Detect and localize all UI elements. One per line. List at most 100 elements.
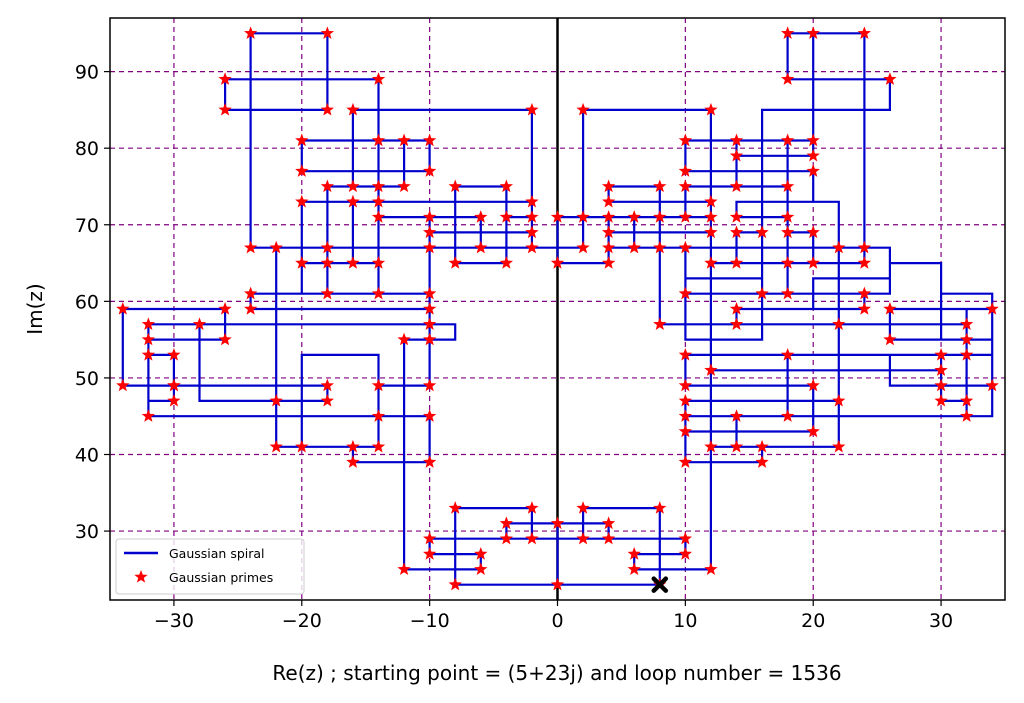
prime-marker — [576, 210, 590, 223]
prime-marker — [653, 501, 667, 514]
prime-marker — [883, 72, 897, 85]
prime-marker — [141, 409, 156, 422]
prime-marker — [832, 393, 846, 407]
prime-marker — [116, 378, 130, 392]
prime-marker — [780, 179, 795, 193]
y-tick-label: 50 — [75, 368, 99, 390]
prime-marker — [525, 225, 539, 239]
x-tick-label: −30 — [154, 610, 194, 632]
prime-marker — [243, 302, 258, 315]
prime-marker — [141, 347, 156, 361]
prime-marker — [601, 194, 616, 208]
prime-marker — [320, 378, 335, 392]
prime-marker — [704, 194, 718, 208]
prime-marker — [627, 210, 641, 223]
prime-marker — [550, 210, 565, 223]
prime-marker — [678, 393, 693, 407]
prime-marker — [729, 179, 744, 193]
prime-marker — [320, 26, 335, 39]
prime-marker — [780, 347, 795, 361]
prime-marker — [959, 317, 974, 330]
prime-marker — [295, 439, 309, 453]
prime-marker — [729, 317, 744, 330]
prime-marker — [371, 409, 386, 422]
prime-marker — [320, 256, 335, 269]
prime-marker — [576, 501, 590, 514]
prime-marker — [422, 286, 437, 300]
axes — [104, 17, 1006, 606]
prime-marker — [346, 102, 360, 116]
prime-marker — [371, 194, 386, 208]
prime-marker — [857, 26, 872, 39]
y-tick-label: 30 — [75, 521, 99, 543]
prime-marker — [525, 102, 539, 116]
prime-marker — [601, 531, 616, 545]
prime-marker — [704, 256, 718, 269]
prime-marker — [601, 516, 616, 530]
prime-marker — [474, 562, 488, 576]
prime-marker — [218, 302, 232, 315]
prime-marker — [320, 179, 335, 193]
prime-marker — [525, 194, 539, 208]
prime-marker — [806, 26, 820, 39]
prime-marker — [346, 439, 360, 453]
prime-marker — [346, 194, 360, 208]
x-tick-label: 0 — [551, 610, 563, 632]
prime-marker — [704, 439, 718, 453]
prime-marker — [243, 240, 258, 254]
prime-marker — [806, 256, 820, 269]
prime-marker — [371, 286, 386, 300]
prime-marker — [755, 286, 769, 300]
prime-marker — [729, 302, 744, 315]
start-marker-stroke — [651, 576, 669, 593]
prime-marker — [371, 210, 386, 223]
prime-marker — [678, 179, 693, 193]
prime-marker — [806, 164, 820, 177]
prime-marker — [755, 225, 769, 239]
prime-marker — [422, 317, 437, 330]
y-tick-label: 60 — [75, 291, 99, 313]
prime-marker — [269, 393, 283, 407]
prime-marker — [397, 133, 411, 147]
prime-marker — [346, 256, 360, 269]
prime-marker — [653, 179, 667, 193]
legend-star-icon — [134, 570, 148, 583]
prime-marker — [780, 225, 795, 239]
prime-marker — [116, 302, 130, 315]
prime-marker — [448, 179, 462, 193]
prime-marker — [678, 455, 693, 468]
prime-marker — [499, 179, 514, 193]
prime-marker — [422, 332, 437, 346]
prime-marker — [499, 210, 514, 223]
prime-marker — [167, 393, 181, 407]
prime-marker — [525, 210, 539, 223]
prime-marker — [729, 210, 744, 223]
legend-label-spiral: Gaussian spiral — [169, 546, 265, 561]
prime-marker — [422, 409, 437, 422]
prime-marker — [474, 547, 488, 560]
prime-marker — [576, 102, 590, 116]
prime-marker — [678, 133, 693, 147]
prime-marker — [601, 210, 616, 223]
prime-marker — [934, 363, 948, 376]
prime-marker — [397, 332, 411, 346]
prime-marker — [371, 256, 386, 269]
prime-marker — [959, 393, 974, 407]
prime-marker — [959, 347, 974, 361]
prime-marker — [243, 286, 258, 300]
prime-marker — [474, 240, 488, 254]
prime-marker — [729, 225, 744, 239]
prime-marker — [269, 439, 283, 453]
prime-marker — [320, 102, 335, 116]
prime-marker — [985, 302, 999, 315]
prime-marker — [883, 302, 897, 315]
prime-marker — [550, 577, 565, 591]
prime-marker — [959, 409, 974, 422]
prime-marker — [857, 286, 872, 300]
prime-marker — [320, 393, 335, 407]
prime-marker — [346, 455, 360, 468]
prime-marker — [806, 133, 820, 147]
prime-marker — [755, 455, 769, 468]
prime-marker — [295, 133, 309, 147]
